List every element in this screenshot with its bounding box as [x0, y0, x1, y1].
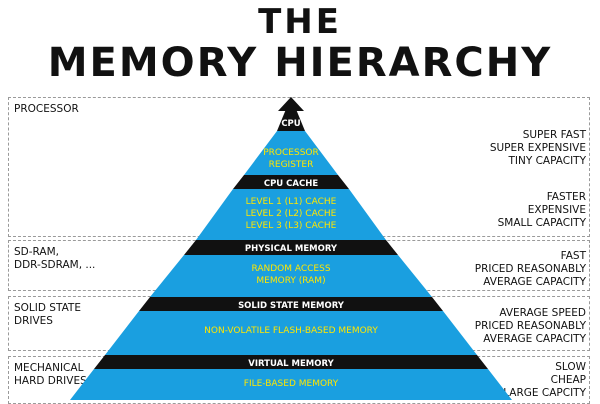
body-cache-line-3: LEVEL 3 (L3) CACHE [246, 221, 337, 231]
band-ram-header [184, 240, 398, 255]
body-ssd-line-1: NON-VOLATILE FLASH-BASED MEMORY [204, 326, 378, 336]
body-ram-line-2: MEMORY (RAM) [256, 276, 325, 286]
band-vm-body [70, 369, 512, 400]
left-label-ssd: SOLID STATE DRIVES [14, 302, 81, 327]
header-cpu: CPU [281, 119, 300, 129]
header-solid-state-memory: SOLID STATE MEMORY [238, 301, 345, 311]
header-cpu-cache: CPU CACHE [264, 179, 318, 189]
band-ssd-body [105, 311, 477, 355]
right-label-ssd: AVERAGE SPEED PRICED REASONABLY AVERAGE … [474, 307, 586, 345]
band-ssd-header [139, 297, 443, 311]
title-line-2: MEMORY HIERARCHY [47, 40, 553, 86]
title-line-1: THE [258, 2, 342, 42]
band-vm-header [94, 355, 488, 369]
left-label-processor: PROCESSOR [14, 103, 79, 115]
left-label-hdd: MECHANICAL HARD DRIVES [14, 362, 87, 387]
body-vm-line-1: FILE-BASED MEMORY [244, 379, 339, 389]
left-label-ram: SD-RAM, DDR-SDRAM, ... [14, 246, 96, 271]
right-label-ram: FAST PRICED REASONABLY AVERAGE CAPACITY [474, 250, 586, 288]
band-cache-body [196, 189, 386, 240]
right-label-cpu: SUPER FAST SUPER EXPENSIVE TINY CAPACITY [489, 129, 586, 167]
band-cpu-body [244, 131, 338, 175]
band-cpu-header-full [277, 97, 305, 131]
body-cache-line-1: LEVEL 1 (L1) CACHE [246, 197, 337, 207]
body-cpu-line-2: REGISTER [269, 160, 314, 170]
band-ram-body [150, 255, 432, 297]
right-label-hdd: SLOW CHEAP LARGE CAPCITY [503, 361, 586, 399]
band-cache-header [233, 175, 349, 189]
body-ram-line-1: RANDOM ACCESS [251, 264, 330, 274]
header-physical-memory: PHYSICAL MEMORY [245, 244, 338, 254]
body-cpu-line-1: PROCESSOR [263, 148, 319, 158]
body-cache-line-2: LEVEL 2 (L2) CACHE [246, 209, 337, 219]
header-virtual-memory: VIRTUAL MEMORY [248, 359, 334, 369]
right-label-cache: FASTER EXPENSIVE SMALL CAPACITY [497, 191, 586, 229]
